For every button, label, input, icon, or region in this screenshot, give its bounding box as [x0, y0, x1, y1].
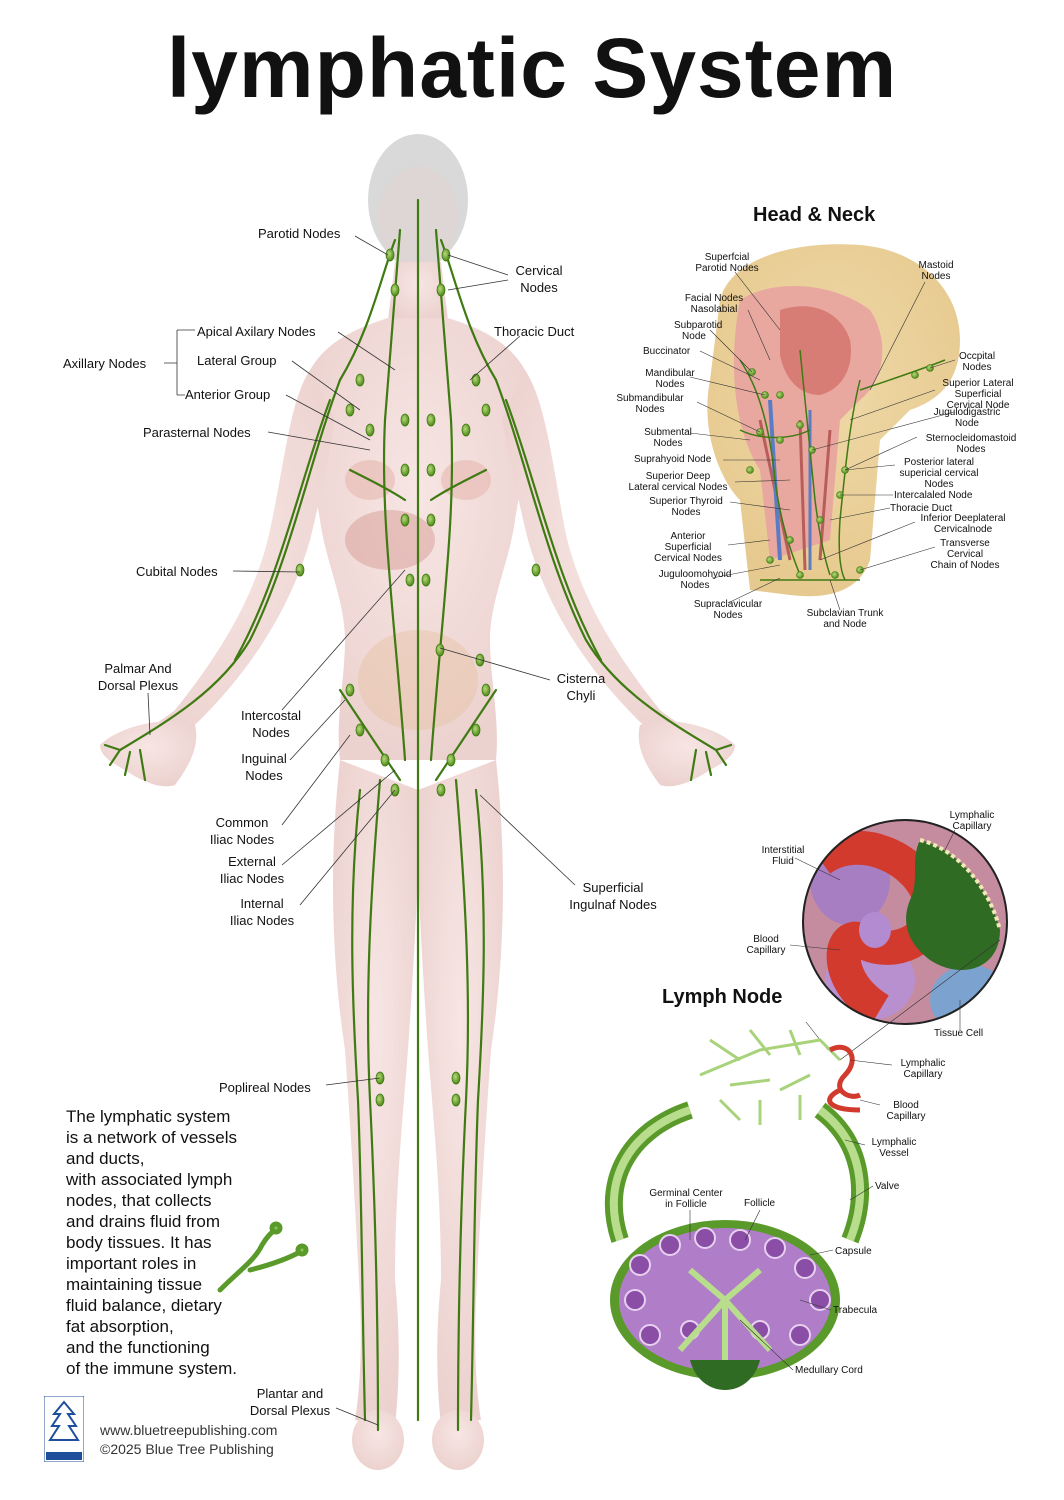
label-thoracie-duct: Thoracie Duct — [890, 503, 953, 514]
label-parasternal-nodes: Parasternal Nodes — [143, 425, 251, 440]
label-medullary-cord: Medullary Cord — [795, 1365, 863, 1376]
copyright-text: ©2025 Blue Tree Publishing — [100, 1441, 274, 1457]
label-buccinator: Buccinator — [643, 346, 691, 357]
publisher-logo — [43, 1395, 85, 1463]
vessel-icon — [217, 1221, 309, 1293]
lymph-nodes — [295, 248, 541, 1107]
lymph-node-illustration — [604, 1029, 893, 1390]
label-tissue-cell: Tissue Cell — [934, 1028, 984, 1039]
label-intercalated: Intercalaled Node — [894, 490, 973, 501]
left-hand-shape — [100, 721, 197, 787]
section-title-head-neck: Head & Neck — [753, 204, 876, 226]
label-capsule: Capsule — [835, 1246, 872, 1257]
right-leg-shape — [417, 760, 503, 1425]
label-apical-axilary: Apical Axilary Nodes — [197, 324, 316, 339]
label-popliteal-nodes: Poplireal Nodes — [219, 1080, 311, 1095]
label-lateral-group: Lateral Group — [197, 353, 277, 368]
label-cubital-nodes: Cubital Nodes — [136, 564, 218, 579]
label-trabecula: Trabecula — [833, 1305, 878, 1316]
label-follicle: Follicle — [744, 1198, 776, 1209]
label-axillary-nodes: Axillary Nodes — [63, 356, 147, 371]
label-suprahyoid: Suprahyoid Node — [634, 454, 712, 465]
capillary-circle — [789, 819, 1008, 1061]
label-thoracic-duct: Thoracic Duct — [494, 324, 575, 339]
description-text: The lymphatic system is a network of ves… — [66, 1107, 238, 1378]
left-foot — [352, 1410, 404, 1470]
right-arm-shape — [502, 370, 730, 760]
label-valve: Valve — [875, 1181, 900, 1192]
liver-shape — [345, 510, 435, 570]
left-leg-shape — [333, 760, 419, 1425]
label-parotid-nodes: Parotid Nodes — [258, 226, 341, 241]
publisher-url[interactable]: www.bluetreepublishing.com — [100, 1422, 278, 1438]
section-title-lymph-node: Lymph Node — [662, 986, 783, 1008]
page-title: lymphatic System — [166, 21, 898, 115]
right-foot — [432, 1410, 484, 1470]
head-neck-illustration — [689, 244, 960, 611]
right-hand-shape — [638, 721, 735, 787]
body-leader-lines — [147, 235, 576, 1426]
label-anterior-group: Anterior Group — [185, 387, 271, 402]
